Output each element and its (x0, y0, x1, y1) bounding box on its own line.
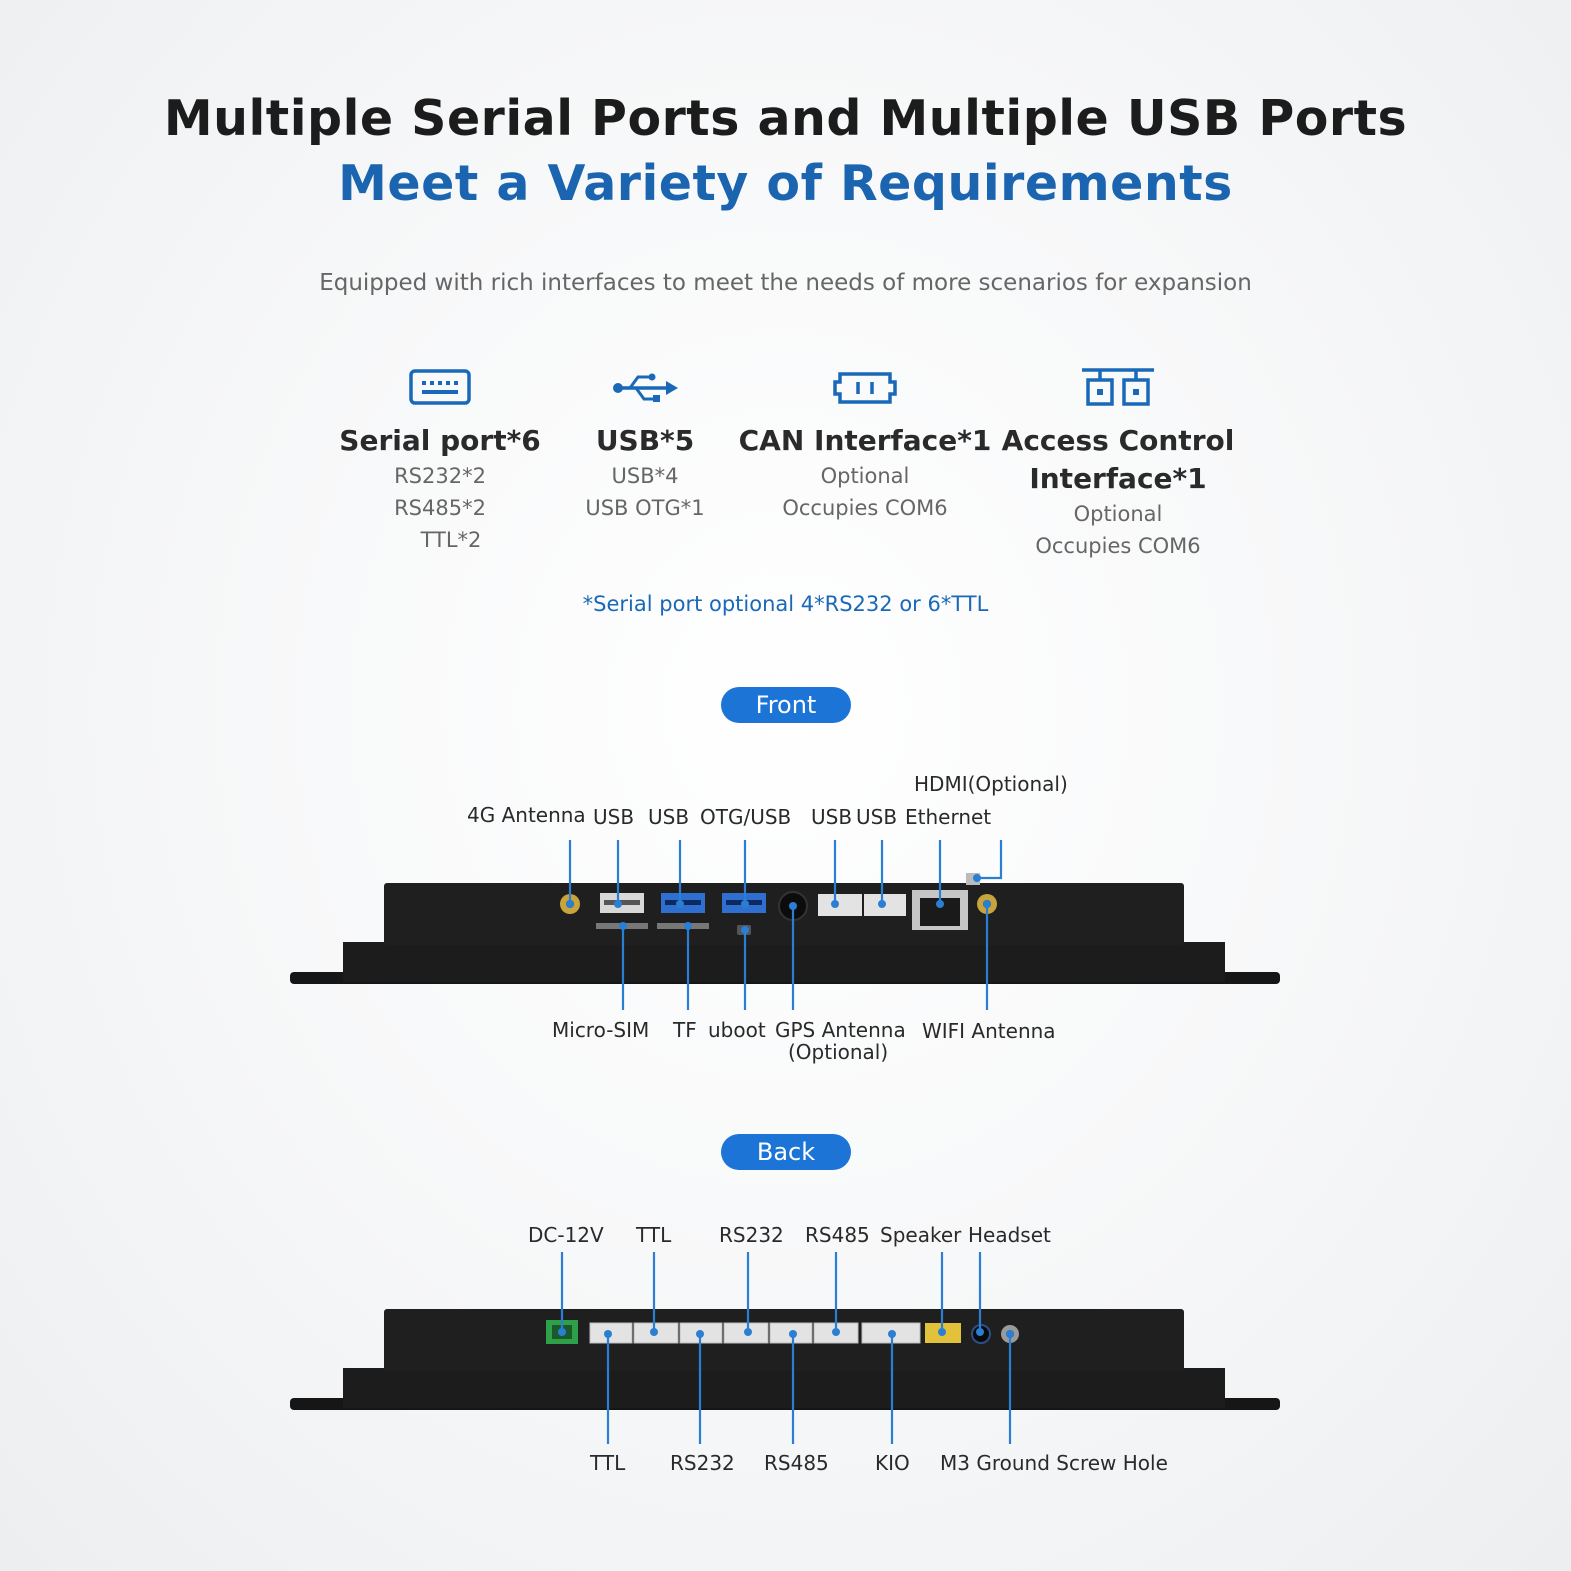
feature-title: USB*5 (595, 424, 695, 457)
label-usb: USB (811, 805, 853, 829)
back-label: Back (721, 1134, 851, 1170)
page-description: Equipped with rich interfaces to meet th… (319, 270, 1252, 296)
label-gps-antenna: GPS Antenna (775, 1018, 906, 1042)
label-dc-12v: DC-12V (528, 1223, 604, 1247)
back-device-panel (290, 1252, 1280, 1444)
feature-title: Serial port*6 (339, 424, 541, 457)
feature-line: USB*4 (611, 464, 679, 488)
feature-line: Occupies COM6 (1035, 534, 1201, 558)
label-speaker: Speaker (880, 1223, 962, 1247)
serial-port-icon (310, 362, 570, 414)
feature-access-control: Access Control Interface*1 Optional Occu… (988, 362, 1248, 562)
feature-line: TTL*2 (420, 528, 482, 552)
page-subtitle: Meet a Variety of Requirements (338, 155, 1233, 212)
feature-line: USB OTG*1 (585, 496, 705, 520)
front-device-panel (290, 840, 1280, 1010)
feature-line: Optional (820, 464, 910, 488)
label-hdmi: HDMI(Optional) (914, 772, 1068, 796)
can-interface-icon (735, 362, 995, 414)
label-usb: USB (856, 805, 898, 829)
feature-title: Interface*1 (1029, 462, 1207, 495)
feature-line: RS485*2 (394, 496, 486, 520)
label-rs485: RS485 (764, 1451, 829, 1475)
label-ttl: TTL (636, 1223, 672, 1247)
label-rs485: RS485 (805, 1223, 870, 1247)
label-uboot: uboot (708, 1018, 766, 1042)
feature-title: Access Control (1001, 424, 1235, 457)
label-usb: USB (593, 805, 635, 829)
label-tf: TF (673, 1018, 697, 1042)
feature-usb: USB*5 USB*4 USB OTG*1 (515, 362, 775, 524)
label-rs232: RS232 (670, 1451, 735, 1475)
label-ethernet: Ethernet (905, 805, 992, 829)
label-wifi-antenna: WIFI Antenna (922, 1019, 1056, 1043)
access-control-icon (988, 362, 1248, 414)
feature-line: RS232*2 (394, 464, 486, 488)
label-ttl: TTL (590, 1451, 626, 1475)
label-kio: KIO (875, 1451, 910, 1475)
feature-serial-port: Serial port*6 RS232*2 RS485*2 TTL*2 (310, 362, 570, 556)
label-usb: USB (648, 805, 690, 829)
label-gps-optional: (Optional) (788, 1040, 889, 1064)
page-title: Multiple Serial Ports and Multiple USB P… (163, 90, 1408, 147)
label-headset: Headset (968, 1223, 1051, 1247)
label-rs232: RS232 (719, 1223, 784, 1247)
label-otg-usb: OTG/USB (700, 805, 792, 829)
feature-title: CAN Interface*1 (738, 424, 992, 457)
label-m3-ground-screw-hole: M3 Ground Screw Hole (940, 1451, 1168, 1475)
feature-line: Optional (1073, 502, 1163, 526)
feature-line: Occupies COM6 (782, 496, 948, 520)
front-label: Front (721, 687, 851, 723)
feature-can-interface: CAN Interface*1 Optional Occupies COM6 (735, 362, 995, 524)
usb-icon (515, 362, 775, 414)
serial-port-note: *Serial port optional 4*RS232 or 6*TTL (582, 592, 989, 616)
label-micro-sim: Micro-SIM (552, 1018, 650, 1042)
label-4g-antenna: 4G Antenna (467, 803, 586, 827)
